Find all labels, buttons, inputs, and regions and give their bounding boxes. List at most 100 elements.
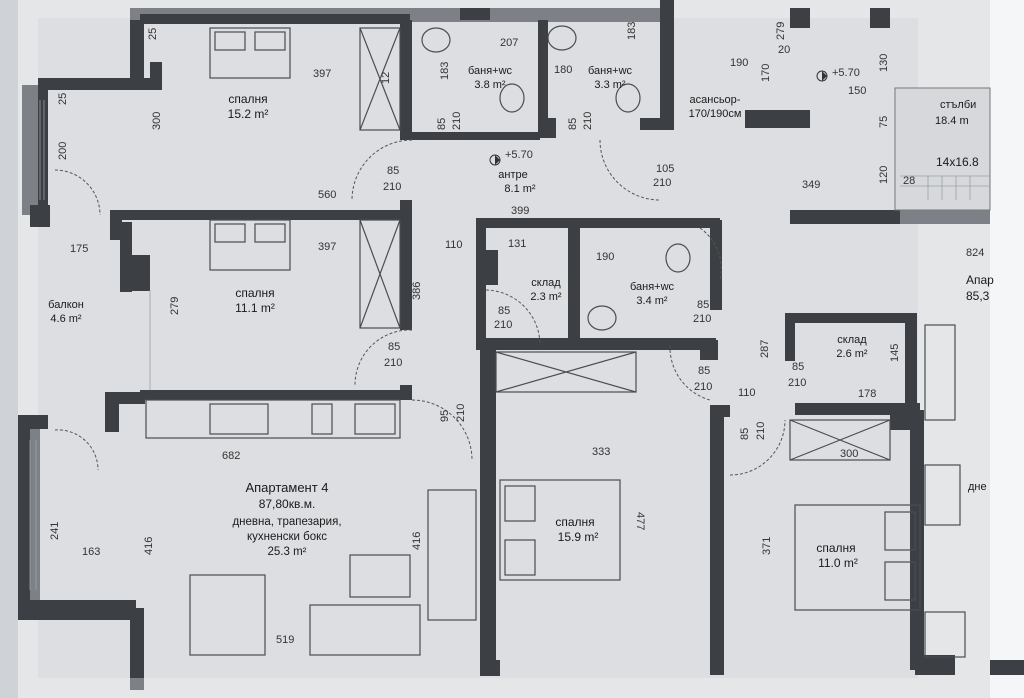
dim-300: 300	[151, 112, 163, 130]
storage2-area: 2.6 m²	[836, 348, 868, 360]
dim-85-bed2: 85	[388, 341, 400, 353]
dim-210-living: 210	[455, 404, 467, 422]
dim-241: 241	[49, 522, 61, 540]
dim-175: 175	[70, 243, 88, 255]
windows	[29, 100, 151, 590]
stairs-area	[894, 87, 991, 211]
elevator-name: асансьор-	[690, 94, 741, 106]
bath1-name: баня+wc	[468, 65, 513, 77]
dim-200: 200	[57, 142, 69, 160]
bed2-name: спалня	[235, 286, 274, 300]
dim-279: 279	[775, 22, 787, 40]
dim-183b: 183	[626, 22, 638, 40]
bath-fixtures	[421, 25, 691, 331]
dim-519: 519	[276, 634, 294, 646]
dim-110-b: 110	[738, 387, 756, 399]
dim-210-c: 210	[653, 177, 671, 189]
dim-85-antre: 85	[387, 165, 399, 177]
stairs-name: стълби	[940, 99, 976, 111]
next-apartment-name: Апар	[966, 273, 994, 287]
storage1-name: склад	[531, 277, 561, 289]
apartment-area: 87,80кв.м.	[259, 497, 316, 511]
dim-207: 207	[500, 37, 518, 49]
dim-12: 12	[380, 72, 392, 84]
dim-210-sklad: 210	[494, 319, 512, 331]
bed4-name: спалня	[816, 541, 855, 555]
dim-105: 105	[656, 163, 674, 175]
dim-399: 399	[511, 205, 529, 217]
dim-210-bath3: 210	[693, 313, 711, 325]
dim-287: 287	[759, 340, 771, 358]
beds	[209, 27, 921, 611]
bed4-area: 11.0 m²	[818, 556, 858, 570]
dim-333: 333	[592, 446, 610, 458]
dim-85-bed4: 85	[739, 428, 751, 440]
dim-371: 371	[761, 537, 773, 555]
dim-85-sklad: 85	[498, 305, 510, 317]
dim-95: 95	[439, 410, 451, 422]
dim-210: 210	[451, 112, 463, 130]
dim-150: 150	[848, 85, 866, 97]
dim-210-bed4: 210	[755, 422, 767, 440]
bath3-area: 3.4 m²	[636, 295, 668, 307]
dim-85: 85	[436, 118, 448, 130]
bed1-area: 15.2 m²	[228, 107, 269, 121]
storage1-area: 2.3 m²	[530, 291, 562, 303]
stairs-size: 14x16.8	[936, 155, 979, 169]
bed3-name: спалня	[555, 515, 594, 529]
bed2-area: 11.1 m²	[235, 301, 275, 315]
dim-178: 178	[858, 388, 876, 400]
dim-210b: 210	[582, 112, 594, 130]
dim-210-antre: 210	[383, 181, 401, 193]
dim-110: 110	[445, 239, 463, 251]
dimension-labels: 25 397 207 183 180 183 190 279 20 170 13…	[49, 22, 984, 646]
dim-349: 349	[802, 179, 820, 191]
bed3-area: 15.9 m²	[558, 530, 599, 544]
dim-560: 560	[318, 189, 336, 201]
dim-180: 180	[554, 64, 572, 76]
dim-85b: 85	[567, 118, 579, 130]
elevator-level: +5.70	[832, 67, 860, 79]
living-line1: дневна, трапезария,	[232, 516, 341, 528]
dim-75: 75	[878, 116, 890, 128]
page-edge	[990, 0, 1024, 698]
dim-131: 131	[508, 238, 526, 250]
dim-163: 163	[82, 546, 100, 558]
bath2-area: 3.3 m²	[594, 79, 626, 91]
dim-190: 190	[730, 57, 748, 69]
balcony-name: балкон	[48, 299, 84, 311]
apartment-name: Апартамент 4	[245, 480, 328, 495]
dim-20: 20	[778, 44, 790, 56]
bath2-name: баня+wc	[588, 65, 633, 77]
dim-145: 145	[889, 344, 901, 362]
level-markers: +5.70 +5.70	[489, 67, 860, 166]
dim-416: 416	[143, 537, 155, 555]
hall-name: антре	[498, 169, 527, 181]
dim-210-sklad2: 210	[788, 377, 806, 389]
dim-170: 170	[760, 64, 772, 82]
balcony-area: 4.6 m²	[50, 313, 82, 325]
dim-386: 386	[411, 282, 423, 300]
living-line2: кухненски бокс	[247, 531, 327, 543]
dim-300-bed4: 300	[840, 448, 858, 460]
next-room-name: дне	[968, 481, 987, 493]
dim-477: 477	[634, 512, 646, 530]
bath3-name: баня+wc	[630, 281, 675, 293]
dim-130: 130	[878, 54, 890, 72]
dim-416b: 416	[411, 532, 423, 550]
dim-25-left: 25	[57, 93, 69, 105]
elevator-size: 170/190см	[689, 108, 742, 120]
dim-85-bed3: 85	[698, 365, 710, 377]
dim-210-bed2: 210	[384, 357, 402, 369]
living-area: 25.3 m²	[268, 546, 307, 558]
dim-190-bath: 190	[596, 251, 614, 263]
bath1-area: 3.8 m²	[474, 79, 506, 91]
dim-28: 28	[903, 175, 915, 187]
dim-85-sklad2: 85	[792, 361, 804, 373]
hall-level: +5.70	[505, 149, 533, 161]
dim-183: 183	[439, 62, 451, 80]
dim-824: 824	[966, 247, 984, 259]
room-labels: спалня 15.2 m² баня+wc 3.8 m² баня+wc 3.…	[48, 65, 994, 570]
dim-682: 682	[222, 450, 240, 462]
